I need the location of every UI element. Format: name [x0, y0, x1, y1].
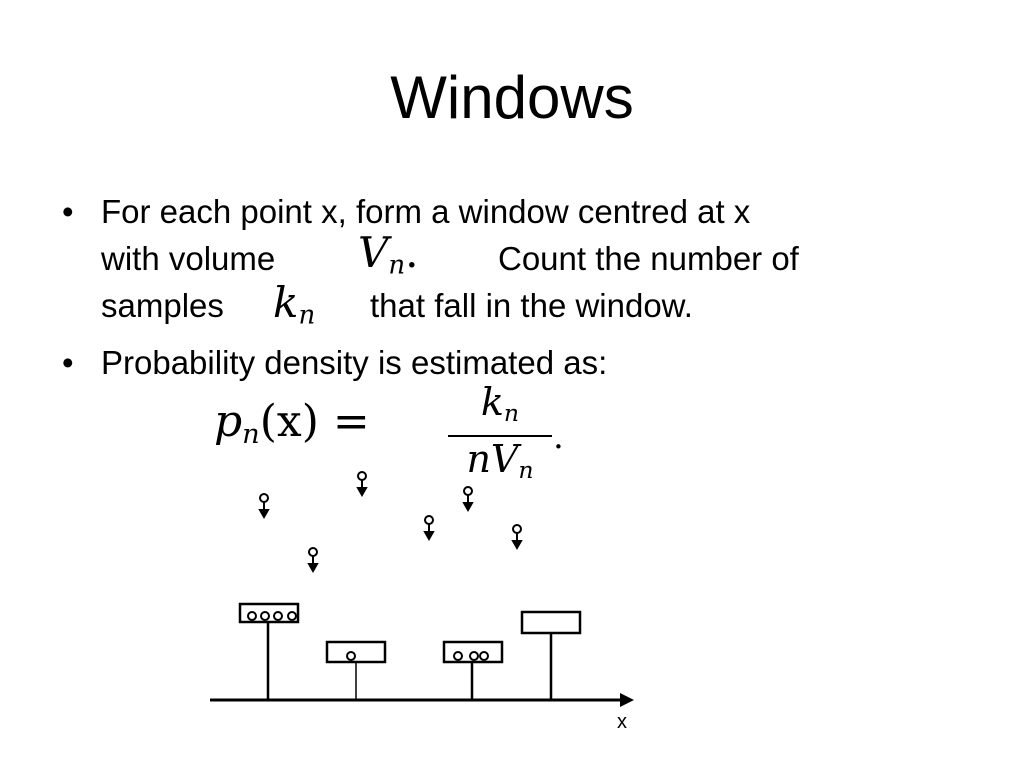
- sample-in-window: [287, 611, 297, 621]
- sample-in-window: [247, 611, 257, 621]
- bullet1-line2-text-b: Count the number of: [498, 240, 799, 277]
- x-axis-label: x: [617, 711, 627, 733]
- bullet1-line2-text-a: with volume: [101, 240, 276, 277]
- sample-in-window: [346, 651, 356, 661]
- sample-markers: [258, 471, 523, 574]
- slide-title: Windows: [390, 64, 634, 131]
- window-box: [520, 610, 582, 635]
- sample-marker: [423, 515, 435, 542]
- sample-in-window: [453, 651, 463, 661]
- x-axis-arrowhead: [620, 693, 634, 707]
- bullet-marker-2: •: [62, 344, 74, 381]
- bullet1-line3-text-a: samples: [101, 287, 224, 324]
- sample-marker: [307, 547, 319, 574]
- sample-marker: [511, 524, 523, 551]
- sample-marker: [356, 471, 368, 498]
- bullet1-line3-text-b: that fall in the window.: [370, 287, 693, 324]
- formula-numerator: kn: [480, 380, 520, 427]
- count-symbol: kn: [273, 278, 316, 331]
- formula-fraction: kn nVn: [448, 382, 552, 490]
- bullet-marker-1: •: [62, 193, 74, 230]
- volume-symbol: Vn.: [358, 228, 419, 281]
- sample-in-window: [469, 651, 479, 661]
- window-box: [325, 640, 387, 664]
- formula-lhs: pn(x) =: [214, 396, 370, 450]
- sample-in-window: [479, 651, 489, 661]
- sample-in-window: [273, 611, 283, 621]
- bullet1-line1: For each point x, form a window centred …: [101, 193, 751, 230]
- fraction-bar: [448, 434, 552, 437]
- sample-in-window: [260, 611, 270, 621]
- formula-denominator: nVn: [466, 436, 534, 484]
- bullet2-text: Probability density is estimated as:: [101, 344, 608, 381]
- formula-period: .: [553, 417, 564, 457]
- sample-marker: [462, 486, 474, 513]
- sample-marker: [258, 493, 270, 520]
